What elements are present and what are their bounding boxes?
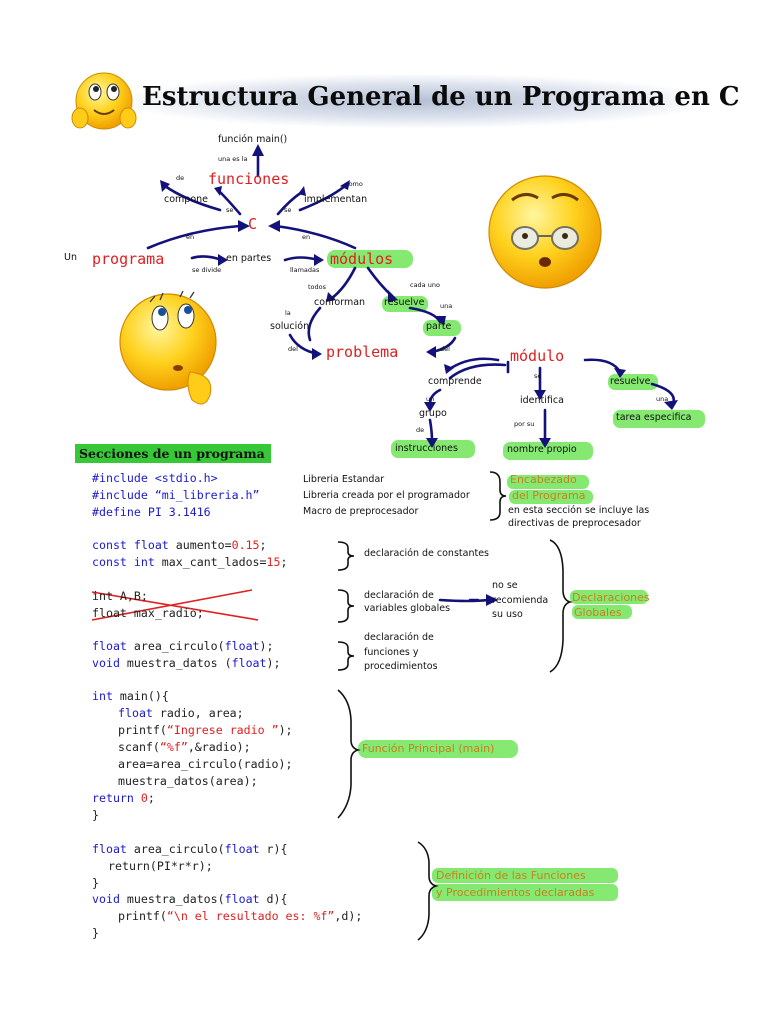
- note-decl-func-1: declaración de: [364, 632, 434, 643]
- note-no-se-2: recomienda: [492, 595, 548, 606]
- label-problema: problema: [326, 343, 398, 361]
- label-programa: programa: [92, 250, 164, 268]
- label-una-1: una: [440, 302, 452, 310]
- label-todos: todos: [308, 283, 326, 291]
- code-main-printf: printf(“Ingrese radio ”);: [118, 723, 293, 737]
- label-funcion-main: función main(): [218, 134, 287, 145]
- note-def-func-1: Definición de las Funciones: [436, 869, 586, 882]
- note-encabezado-2: del Programa: [512, 489, 585, 502]
- code-def-area-end: }: [92, 876, 99, 890]
- code-include-stdio: #include <stdio.h>: [92, 471, 218, 485]
- label-se-1: se: [226, 206, 233, 214]
- code-def-return: return(PI*r*r);: [108, 859, 213, 873]
- note-def-func-2: y Procedimientos declaradas: [436, 886, 594, 899]
- code-const-aumento: const float aumento=0.15;: [92, 538, 267, 552]
- note-lib-prog: Libreria creada por el programador: [303, 490, 470, 501]
- label-un: Un: [64, 252, 77, 263]
- label-comprende: comprende: [428, 376, 482, 387]
- code-proto-area: float area_circulo(float);: [92, 639, 274, 653]
- label-modulos: módulos: [330, 250, 393, 268]
- note-decl-const: declaración de constantes: [364, 548, 489, 559]
- code-global-float: float max_radio;: [92, 606, 204, 620]
- label-parte: parte: [426, 321, 451, 332]
- label-tarea-especifica: tarea especifica: [616, 412, 692, 423]
- label-cada-uno: cada uno: [410, 281, 440, 289]
- label-la: la: [285, 309, 291, 317]
- label-de-1: de: [176, 174, 184, 182]
- note-func-principal: Función Principal (main): [362, 742, 494, 755]
- note-decl-glob-1: Declaraciones: [572, 591, 650, 604]
- label-implementan: implementan: [304, 194, 367, 205]
- code-main-vars: float radio, area;: [118, 706, 244, 720]
- label-del-2: del: [440, 345, 450, 353]
- code-def-printf: printf(“\n el resultado es: %f”,d);: [118, 909, 362, 923]
- label-se-divide: se divide: [192, 266, 221, 274]
- label-se-2: se: [284, 206, 291, 214]
- label-en-partes: en partes: [226, 253, 271, 264]
- label-solucion: solución: [270, 321, 309, 332]
- label-de-2: de: [416, 426, 424, 434]
- code-include-mi-libreria: #include “mi_libreria.h”: [92, 488, 260, 502]
- note-decl-glob-2: Globales: [574, 606, 622, 619]
- code-main-end: }: [92, 808, 99, 822]
- note-encabezado-1: Encabezado: [510, 473, 577, 486]
- note-lib-estandar: Libreria Estandar: [303, 474, 384, 485]
- label-identifica: identifica: [520, 395, 564, 406]
- label-como: como: [345, 180, 363, 188]
- code-def-area: float area_circulo(float r){: [92, 842, 287, 856]
- label-instrucciones: instrucciones: [395, 443, 458, 454]
- note-macro: Macro de preprocesador: [303, 506, 418, 517]
- thinking-emoji-icon: [120, 291, 216, 404]
- hopeful-emoji-icon: [72, 73, 136, 129]
- note-no-se-1: no se: [492, 580, 518, 591]
- label-grupo: grupo: [419, 408, 447, 419]
- label-resuelve-1: resuelve: [384, 297, 424, 308]
- code-const-max-lados: const int max_cant_lados=15;: [92, 555, 287, 569]
- note-encabezado-desc-2: directivas de preprocesador: [508, 518, 641, 529]
- label-una-2: una: [656, 395, 668, 403]
- label-conforman: conforman: [314, 297, 365, 308]
- code-main-assign: area=area_circulo(radio);: [118, 757, 293, 771]
- label-llamadas: llamadas: [290, 266, 319, 274]
- glasses-emoji-icon: [489, 176, 601, 288]
- label-del-1: del: [288, 345, 298, 353]
- label-en-2: en: [302, 233, 310, 241]
- note-decl-func-3: procedimientos: [364, 661, 438, 672]
- label-compone: compone: [164, 194, 208, 205]
- code-main-return: return 0;: [92, 791, 155, 805]
- label-funciones: funciones: [208, 170, 289, 188]
- note-decl-vars-2: variables globales: [364, 603, 450, 614]
- note-decl-func-2: funciones y: [364, 647, 419, 658]
- code-def-muestra-end: }: [92, 926, 99, 940]
- note-encabezado-desc-1: en esta sección se incluye las: [508, 505, 649, 516]
- code-main-call: muestra_datos(area);: [118, 774, 258, 788]
- label-nombre-propio: nombre propio: [507, 444, 577, 455]
- note-no-se-3: su uso: [492, 609, 523, 620]
- section-title: Secciones de un programa: [75, 444, 271, 463]
- code-main-start: int main(){: [92, 689, 169, 703]
- label-modulo: módulo: [510, 347, 564, 365]
- label-c: C: [248, 215, 257, 233]
- label-una-es-la: una es la: [218, 155, 248, 163]
- label-resuelve-2: resuelve: [610, 376, 650, 387]
- note-decl-vars-1: declaración de: [364, 590, 434, 601]
- code-main-scanf: scanf(“%f”,&radio);: [118, 740, 251, 754]
- label-un-2: un: [426, 395, 434, 403]
- label-se-3: se: [534, 372, 541, 380]
- code-def-muestra: void muestra_datos(float d){: [92, 892, 287, 906]
- page-title: Estructura General de un Programa en C: [142, 82, 740, 112]
- code-proto-muestra: void muestra_datos (float);: [92, 656, 280, 670]
- code-global-int: int A,B;: [92, 589, 148, 603]
- label-en-1: en: [186, 233, 194, 241]
- code-define-pi: #define PI 3.1416: [92, 505, 211, 519]
- label-por-su: por su: [514, 420, 534, 428]
